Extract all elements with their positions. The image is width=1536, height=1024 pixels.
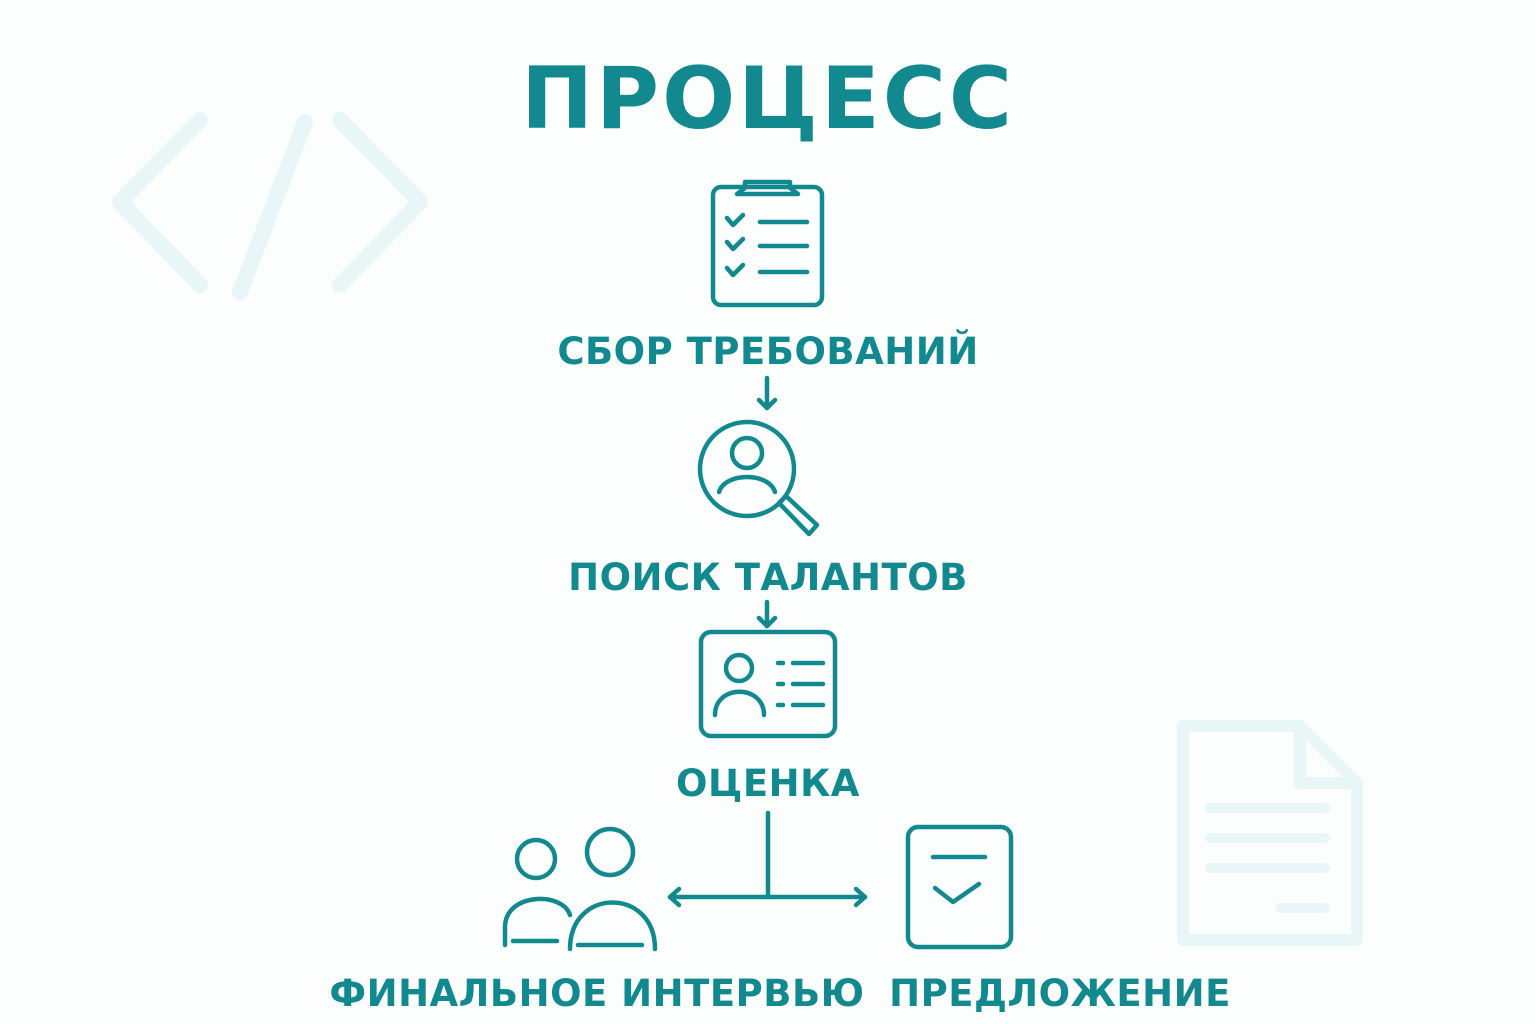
arrow-down	[756, 599, 778, 629]
id-card-icon	[698, 629, 838, 739]
branch-connector	[667, 810, 868, 908]
branch-label-offer: ПРЕДЛОЖЕНИЕ	[889, 972, 1231, 1015]
step-label-assessment: ОЦЕНКА	[676, 762, 860, 805]
two-people-icon	[502, 826, 658, 952]
step-label-talent-search: ПОИСК ТАЛАНТОВ	[568, 556, 968, 599]
diagram-title: ПРОЦЕСС	[521, 49, 1015, 149]
document-check-icon	[905, 824, 1014, 950]
arrow-down	[756, 375, 778, 411]
code-brackets-icon	[112, 112, 428, 300]
person-search-icon	[697, 419, 820, 537]
step-label-requirements: СБОР ТРЕБОВАНИЙ	[557, 330, 979, 373]
document-icon	[1177, 720, 1363, 946]
clipboard-checklist-icon	[710, 179, 825, 308]
branch-label-final-interview: ФИНАЛЬНОЕ ИНТЕРВЬЮ	[329, 972, 865, 1015]
